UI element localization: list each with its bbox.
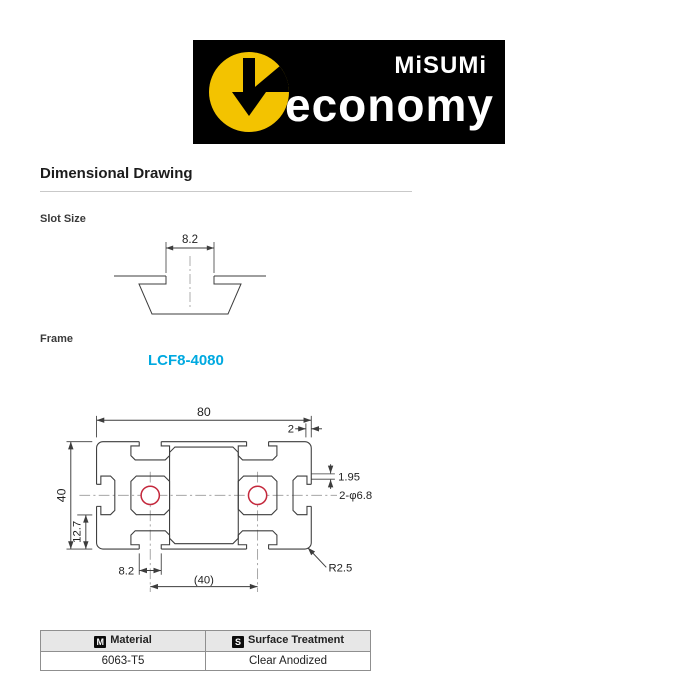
dim-corner-radius: R2.5 bbox=[328, 563, 352, 575]
surface-value: Clear Anodized bbox=[205, 651, 371, 671]
economy-wordmark: economy bbox=[285, 79, 494, 131]
material-value: 6063-T5 bbox=[40, 651, 206, 671]
dim-lip-thickness: 1.95 bbox=[338, 471, 360, 483]
surface-header-label: Surface Treatment bbox=[248, 634, 344, 646]
slot-width-dim: 8.2 bbox=[182, 234, 198, 246]
dim-overall-width: 80 bbox=[197, 405, 211, 419]
dim-slot-offset: 12.7 bbox=[71, 521, 83, 543]
frame-label: Frame bbox=[40, 333, 74, 345]
part-number-link[interactable]: LCF8-4080 bbox=[148, 352, 224, 369]
section-title: Dimensional Drawing bbox=[40, 165, 193, 182]
surface-header-cell: S Surface Treatment bbox=[205, 630, 371, 652]
slot-cavity-outline bbox=[138, 276, 242, 315]
dim-hole-callout: 2-φ6.8 bbox=[339, 490, 372, 502]
frame-drawing: 80 2 1.95 2-φ6.8 40 12.7 8.2 (40) R2.5 bbox=[54, 405, 372, 592]
dimension-lines bbox=[68, 417, 334, 590]
misumi-logo-icon bbox=[209, 52, 289, 132]
core-hole-right bbox=[247, 485, 268, 506]
dim-overall-height: 40 bbox=[54, 488, 68, 502]
brand-banner: MiSUMi economy bbox=[193, 40, 505, 144]
dim-wall-thickness: 2 bbox=[288, 424, 294, 436]
material-header-label: Material bbox=[110, 634, 152, 646]
dimension-slot-width: 8.2 bbox=[165, 234, 215, 273]
table-row: 6063-T5 Clear Anodized bbox=[40, 651, 371, 671]
dim-hole-pitch: (40) bbox=[194, 574, 214, 586]
dim-slot-width: 8.2 bbox=[118, 565, 134, 577]
slot-size-label: Slot Size bbox=[40, 213, 86, 225]
profile-outline bbox=[96, 441, 312, 550]
t-slot-cavities bbox=[96, 441, 312, 550]
divider bbox=[40, 191, 412, 192]
misumi-brand-text: MiSUMi bbox=[394, 52, 487, 79]
slot-size-drawing: 8.2 bbox=[114, 234, 266, 315]
central-cavity bbox=[169, 446, 239, 545]
surface-treatment-icon: S bbox=[232, 636, 244, 648]
material-icon: M bbox=[94, 636, 107, 648]
core-hole-left bbox=[140, 485, 161, 506]
